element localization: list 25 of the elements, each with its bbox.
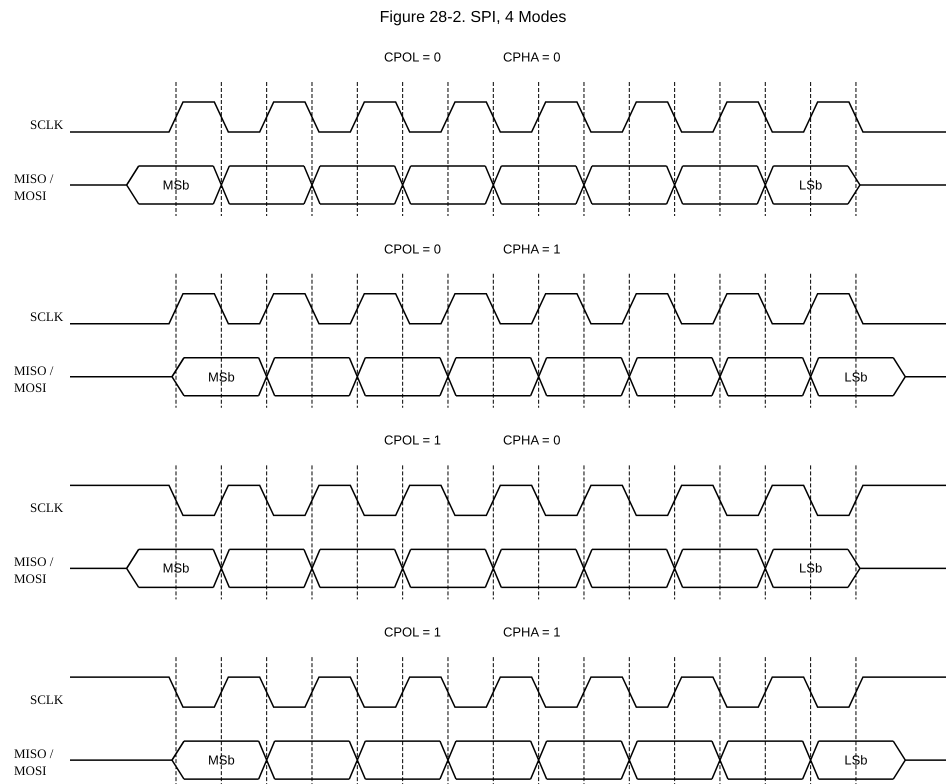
signal-label: MISO / MOSI xyxy=(14,553,54,588)
bit-label: MSb xyxy=(162,178,190,192)
figure-title: Figure 28-2. SPI, 4 Modes xyxy=(378,9,568,27)
mode-label: CPOL = 1 xyxy=(384,624,441,640)
bit-label: MSb xyxy=(208,752,235,768)
mode-label: CPHA = 0 xyxy=(503,432,560,448)
mode-label: CPHA = 1 xyxy=(503,241,560,256)
signal-label: SCLK xyxy=(30,117,64,133)
mode-label: CPHA = 1 xyxy=(503,624,560,640)
signal-label: MISO / MOSI xyxy=(14,745,54,780)
signal-label: MISO / MOSI xyxy=(14,362,54,396)
signal-label: SCLK xyxy=(30,500,64,516)
bit-label: MSb xyxy=(208,369,235,384)
signal-label: MISO / MOSI xyxy=(14,170,54,204)
bit-label: LSb xyxy=(799,178,822,192)
mode-label: CPHA = 0 xyxy=(503,50,560,64)
signal-label: SCLK xyxy=(30,692,64,708)
mode-label: CPOL = 0 xyxy=(384,241,441,256)
mode-label: CPOL = 0 xyxy=(384,50,441,64)
bit-label: MSb xyxy=(162,560,190,576)
bit-label: LSb xyxy=(844,752,868,768)
mode-label: CPOL = 1 xyxy=(384,432,441,448)
signal-label: SCLK xyxy=(30,308,64,325)
bit-label: LSb xyxy=(844,369,868,384)
bit-label: LSb xyxy=(799,560,822,576)
